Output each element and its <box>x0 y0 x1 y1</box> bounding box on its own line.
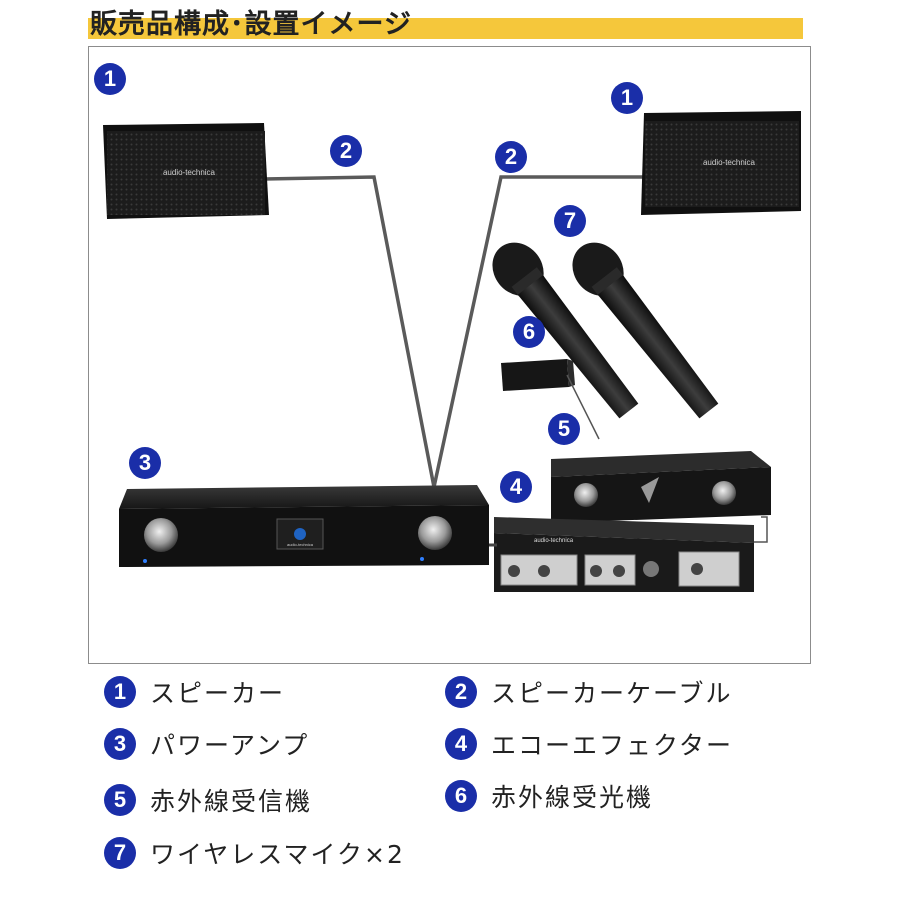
badge-2-left: 2 <box>330 135 362 167</box>
installation-diagram: audio-technica audio-technica <box>88 46 811 664</box>
legend-label: 赤外線受信機 <box>150 787 313 816</box>
speaker-left: audio-technica <box>103 123 269 219</box>
badge-1-right: 1 <box>611 82 643 114</box>
badge-5: 5 <box>548 413 580 445</box>
badge-2-right: 2 <box>495 141 527 173</box>
title-highlight <box>88 18 803 39</box>
badge-7: 7 <box>554 205 586 237</box>
page-title: 販売品構成･設置イメージ <box>90 9 412 40</box>
speaker-right-brand: audio-technica <box>703 158 756 167</box>
legend-label: パワーアンプ <box>150 731 310 760</box>
legend-item-ir-receiver: 5 赤外線受信機 <box>104 782 312 818</box>
legend-badge: 3 <box>104 728 136 760</box>
echo-effector: audio-technica <box>494 517 754 592</box>
wireless-mic-2 <box>572 242 719 419</box>
receiver-link-cable <box>754 516 768 543</box>
speaker-cables <box>263 175 644 488</box>
legend-label: 赤外線受光機 <box>491 783 654 812</box>
diagram-illustration: audio-technica audio-technica <box>103 111 801 592</box>
ir-receiver <box>551 451 771 523</box>
speaker-right: audio-technica <box>641 111 801 215</box>
legend-badge: 2 <box>445 676 477 708</box>
legend-item-ir-sensor: 6 赤外線受光機 <box>445 778 653 814</box>
legend-badge: 1 <box>104 676 136 708</box>
amp-brand: audio-technica <box>287 542 314 547</box>
ir-sensor <box>501 359 600 440</box>
legend-label: エコーエフェクター <box>491 731 734 760</box>
legend-item-power-amp: 3 パワーアンプ <box>104 726 309 762</box>
badge-6: 6 <box>513 316 545 348</box>
legend-label: ワイヤレスマイク×2 <box>150 840 405 869</box>
legend-label: スピーカーケーブル <box>491 679 733 708</box>
speaker-left-brand: audio-technica <box>163 168 216 177</box>
legend-item-echo-effector: 4 エコーエフェクター <box>445 726 733 762</box>
legend-badge: 7 <box>104 837 136 869</box>
legend-item-speaker-cable: 2 スピーカーケーブル <box>445 674 733 710</box>
badge-1-left: 1 <box>94 63 126 95</box>
badge-4: 4 <box>500 471 532 503</box>
power-amp: audio-technica <box>119 485 489 567</box>
legend-badge: 4 <box>445 728 477 760</box>
legend-item-speaker: 1 スピーカー <box>104 674 285 710</box>
legend-badge: 5 <box>104 784 136 816</box>
wireless-mic-1 <box>492 242 639 419</box>
legend-item-wireless-mic: 7 ワイヤレスマイク×2 <box>104 835 405 871</box>
legend-label: スピーカー <box>150 679 286 708</box>
title-banner: 販売品構成･設置イメージ <box>88 0 803 40</box>
badge-3: 3 <box>129 447 161 479</box>
legend-badge: 6 <box>445 780 477 812</box>
mixer-brand: audio-technica <box>534 538 574 544</box>
